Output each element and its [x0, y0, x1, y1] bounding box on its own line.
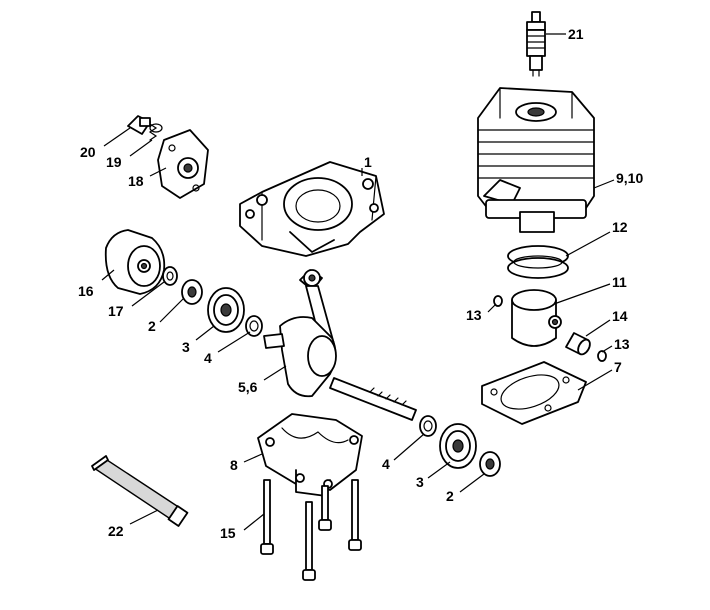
circlip-upper: [493, 295, 503, 307]
callout-3-left: 3: [182, 339, 190, 355]
callout-14: 14: [612, 308, 628, 324]
callout-4-left: 4: [204, 350, 212, 366]
callout-2-left: 2: [148, 318, 156, 334]
spring: [148, 123, 163, 141]
ball-bearing-left: [207, 287, 245, 333]
callout-13-lower: 13: [614, 336, 630, 352]
cylinder-gasket: [481, 361, 587, 425]
piston-rings: [507, 245, 569, 279]
callout-9-10: 9,10: [616, 170, 643, 186]
callout-15: 15: [220, 525, 236, 541]
callout-1: 1: [364, 154, 372, 170]
callout-18: 18: [128, 173, 144, 189]
callout-22: 22: [108, 523, 124, 539]
screw-3: [318, 485, 332, 531]
callout-5-6: 5,6: [238, 379, 258, 395]
callout-7: 7: [614, 359, 622, 375]
crankcase-lower: [257, 413, 363, 497]
callout-16: 16: [78, 283, 94, 299]
washer-left: [245, 315, 263, 337]
callout-11: 11: [612, 274, 627, 290]
oil-seal-right: [479, 451, 501, 477]
piston-pin: [565, 332, 591, 356]
callout-2-right: 2: [446, 488, 454, 504]
screw-1: [260, 479, 274, 555]
fitting: [127, 115, 151, 135]
callout-3-right: 3: [416, 474, 424, 490]
callouts: 21 1 9,10 12 11 13 14 13 7 20 19 18 16 1…: [78, 26, 643, 541]
callout-17: 17: [108, 303, 124, 319]
crankcase-upper: [239, 161, 385, 257]
callout-4-right: 4: [382, 456, 390, 472]
grease-tube: [91, 455, 189, 527]
fan-cover: [157, 129, 209, 199]
washer-17: [162, 266, 178, 286]
callout-12: 12: [612, 219, 628, 235]
oil-seal-left: [181, 279, 203, 305]
callout-20: 20: [80, 144, 96, 160]
callout-21: 21: [568, 26, 584, 42]
callout-8: 8: [230, 457, 238, 473]
leader-lines: [101, 33, 615, 531]
spark-plug: [526, 11, 546, 77]
crankshaft: [263, 269, 417, 421]
callout-19: 19: [106, 154, 122, 170]
washer-right: [419, 415, 437, 437]
ball-bearing-right: [439, 423, 477, 469]
clutch-drum: [104, 229, 166, 295]
piston: [511, 289, 562, 347]
screw-2: [302, 501, 316, 581]
screws: [260, 479, 362, 581]
circlip-lower: [597, 350, 607, 362]
callout-13-upper: 13: [466, 307, 482, 323]
cylinder: [477, 87, 595, 233]
screw-4: [348, 479, 362, 551]
